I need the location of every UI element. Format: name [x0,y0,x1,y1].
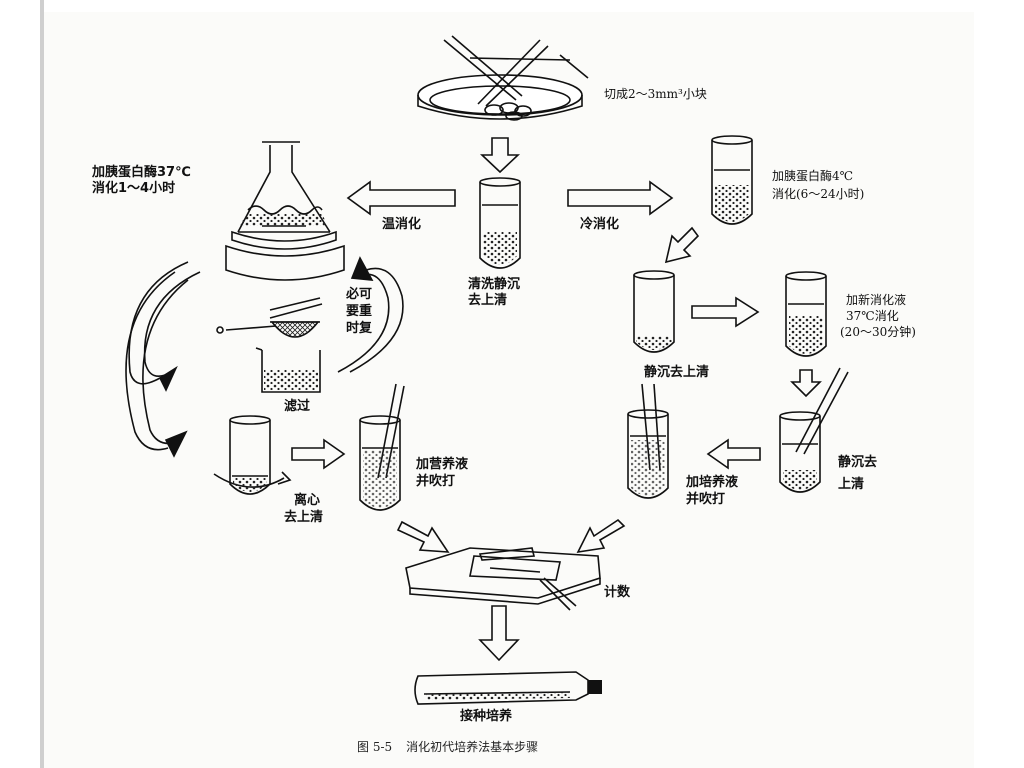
beaker-icon [255,347,321,393]
label-add-culture-pipette: 并吹打 [686,492,726,507]
label-repeat-1: 必可 [346,287,373,302]
label-wash: 清洗静沉 [468,277,521,292]
arrow-down-icon [478,605,520,662]
arrow-left-icon [706,438,761,470]
arrow-right-icon [567,180,674,216]
figure-caption: 图 5-5 消化初代培养法基本步骤 [357,738,552,755]
arrow-down-right-icon [396,520,450,553]
label-filter: 滤过 [284,399,311,414]
test-tube-icon [711,135,753,225]
arrow-down-left-icon [664,226,700,264]
label-new-digest-time: (20～30分钟) [840,325,916,339]
label-settle-right: 静沉去 [838,455,878,470]
curved-arrow-icon [349,267,404,373]
arrow-down-icon [479,137,521,174]
label-new-digest: 加新消化液 [846,293,907,307]
test-tube-icon [627,383,669,499]
petri-dish-icon [417,74,583,121]
label-count: 计数 [604,585,631,600]
scan-edge [40,0,44,768]
counting-chamber-icon [405,547,601,611]
label-cold-time: 消化(6～24小时) [772,187,865,201]
arrow-down-icon [790,369,822,398]
label-cold-enzyme: 加胰蛋白酶4℃ [772,169,854,183]
label-settle: 静沉去上清 [644,365,710,380]
label-cut: 切成2～3mm³小块 [604,87,707,101]
stir-plate-icon [225,230,345,281]
label-warm-enzyme: 加胰蛋白酶37℃ [92,165,191,180]
label-repeat-3: 时复 [346,321,373,336]
figure-title: 消化初代培养法基本步骤 [406,740,539,754]
test-tube-icon [779,367,849,493]
curved-arrow-icon [128,261,189,385]
test-tube-icon [633,270,675,353]
strainer-icon [216,297,323,338]
label-new-digest-temp: 37℃消化 [846,309,899,323]
arrow-right-icon [691,296,760,328]
label-centrifuge: 离心 [294,493,321,508]
label-wash-remove: 去上清 [468,293,508,308]
label-warm-digest: 温消化 [382,217,422,232]
label-add-medium-pipette: 并吹打 [416,474,456,489]
arrow-left-icon [346,180,456,216]
arrow-right-icon [291,438,346,470]
label-warm-time: 消化1～4小时 [92,181,176,196]
flask-cap-icon [588,680,602,694]
label-settle-right-2: 上清 [838,477,865,492]
label-repeat-2: 要重 [346,304,373,319]
label-add-culture: 加培养液 [686,475,739,490]
curved-arrow-icon [125,271,176,451]
label-centrifuge-remove: 去上清 [284,510,324,525]
label-add-medium: 加营养液 [416,457,469,472]
figure-number: 图 5-5 [357,740,393,754]
label-inoculate: 接种培养 [460,709,513,724]
test-tube-icon [785,271,827,357]
scissors-icon [443,35,589,107]
scanned-figure [44,12,974,768]
arrow-down-left-icon [576,518,626,554]
label-cold-digest: 冷消化 [580,217,620,232]
test-tube-icon [479,177,521,269]
